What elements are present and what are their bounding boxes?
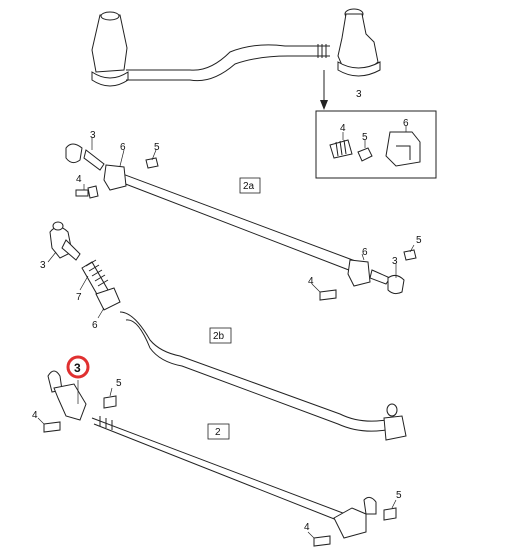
assembly-2a: 3 6 5 4 6 4 5 3 2a (65, 130, 422, 301)
box-label-2: 2 (215, 427, 221, 438)
box-label-2b: 2b (213, 331, 225, 342)
top-assembly-label: 3 (356, 89, 362, 100)
b2-label-3: 3 (40, 260, 46, 271)
main-label-4-left: 4 (32, 410, 38, 421)
a2-label-5-right: 5 (416, 235, 422, 246)
assembly-2b: 3 7 6 2b (40, 221, 407, 441)
inset-label-4: 4 (340, 123, 346, 134)
inset-label-5: 5 (362, 132, 368, 143)
a2-label-4-left: 4 (76, 174, 82, 185)
highlight-label: 3 (74, 361, 81, 375)
assembly-2: 3 5 4 5 4 2 (32, 355, 402, 547)
a2-label-4-right: 4 (308, 276, 314, 287)
b2-label-7: 7 (76, 292, 82, 303)
a2-label-5-left: 5 (154, 142, 160, 153)
main-label-5-left: 5 (116, 378, 122, 389)
a2-label-6-right: 6 (362, 247, 368, 258)
a2-label-3-left: 3 (90, 130, 96, 141)
main-label-5-right: 5 (396, 490, 402, 501)
box-label-2a: 2a (243, 181, 255, 192)
detail-inset: 4 5 6 (315, 110, 437, 179)
inset-label-6: 6 (403, 118, 409, 129)
highlight-circle (66, 355, 90, 379)
drag-link-assembly: 3 (91, 8, 381, 110)
main-label-4-right: 4 (304, 522, 310, 533)
a2-label-3-right: 3 (392, 256, 398, 267)
a2-label-6-left: 6 (120, 142, 126, 153)
b2-label-6: 6 (92, 320, 98, 331)
